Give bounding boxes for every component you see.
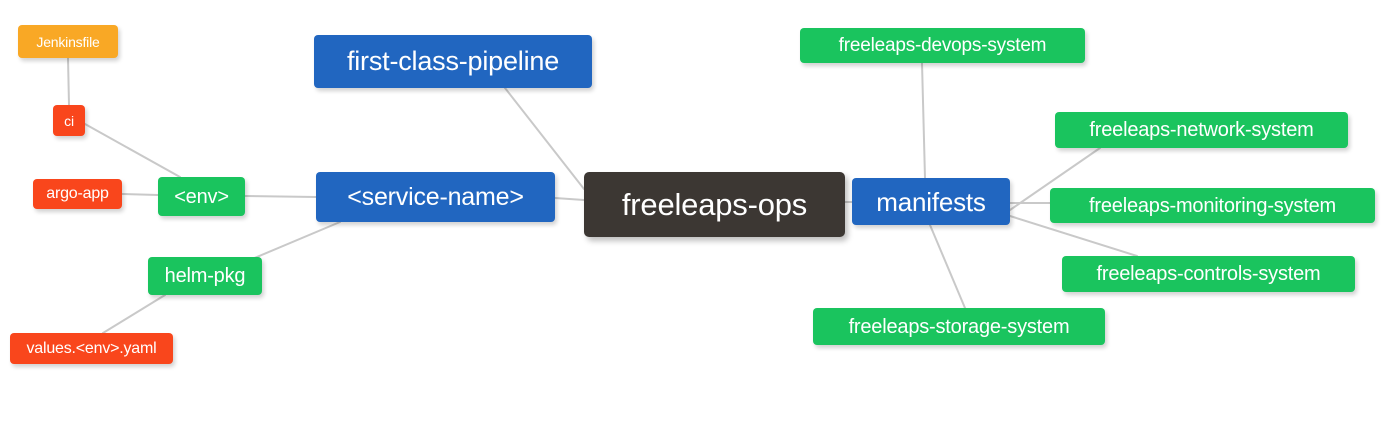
node-freeleaps-ops[interactable]: freeleaps-ops xyxy=(584,172,845,237)
edge-manifests-to-freeleaps-devops-system xyxy=(921,62,926,179)
node-freeleaps-controls-system[interactable]: freeleaps-controls-system xyxy=(1062,256,1355,292)
edge-freeleaps-ops-to-service-name xyxy=(554,197,585,201)
node-values-env-yaml[interactable]: values.<env>.yaml xyxy=(10,333,173,364)
node-env[interactable]: <env> xyxy=(158,177,245,216)
node-freeleaps-storage-system[interactable]: freeleaps-storage-system xyxy=(813,308,1105,345)
node-freeleaps-network-system[interactable]: freeleaps-network-system xyxy=(1055,112,1348,148)
node-argo-app[interactable]: argo-app xyxy=(33,179,122,209)
node-first-class-pipeline[interactable]: first-class-pipeline xyxy=(314,35,592,88)
edge-env-to-ci xyxy=(84,123,181,178)
edge-env-to-argo-app xyxy=(121,193,159,196)
edge-ci-to-jenkinsfile xyxy=(67,57,70,106)
edge-service-name-to-env xyxy=(244,195,317,198)
edge-service-name-to-helm-pkg xyxy=(244,221,341,263)
node-helm-pkg[interactable]: helm-pkg xyxy=(148,257,262,295)
node-ci[interactable]: ci xyxy=(53,105,85,136)
node-service-name[interactable]: <service-name> xyxy=(316,172,555,222)
node-jenkinsfile[interactable]: Jenkinsfile xyxy=(18,25,118,58)
edge-helm-pkg-to-values-env-yaml xyxy=(102,294,166,334)
node-freeleaps-monitoring-system[interactable]: freeleaps-monitoring-system xyxy=(1050,188,1375,223)
node-freeleaps-devops-system[interactable]: freeleaps-devops-system xyxy=(800,28,1085,63)
node-manifests[interactable]: manifests xyxy=(852,178,1010,225)
edge-manifests-to-freeleaps-storage-system xyxy=(929,224,966,309)
